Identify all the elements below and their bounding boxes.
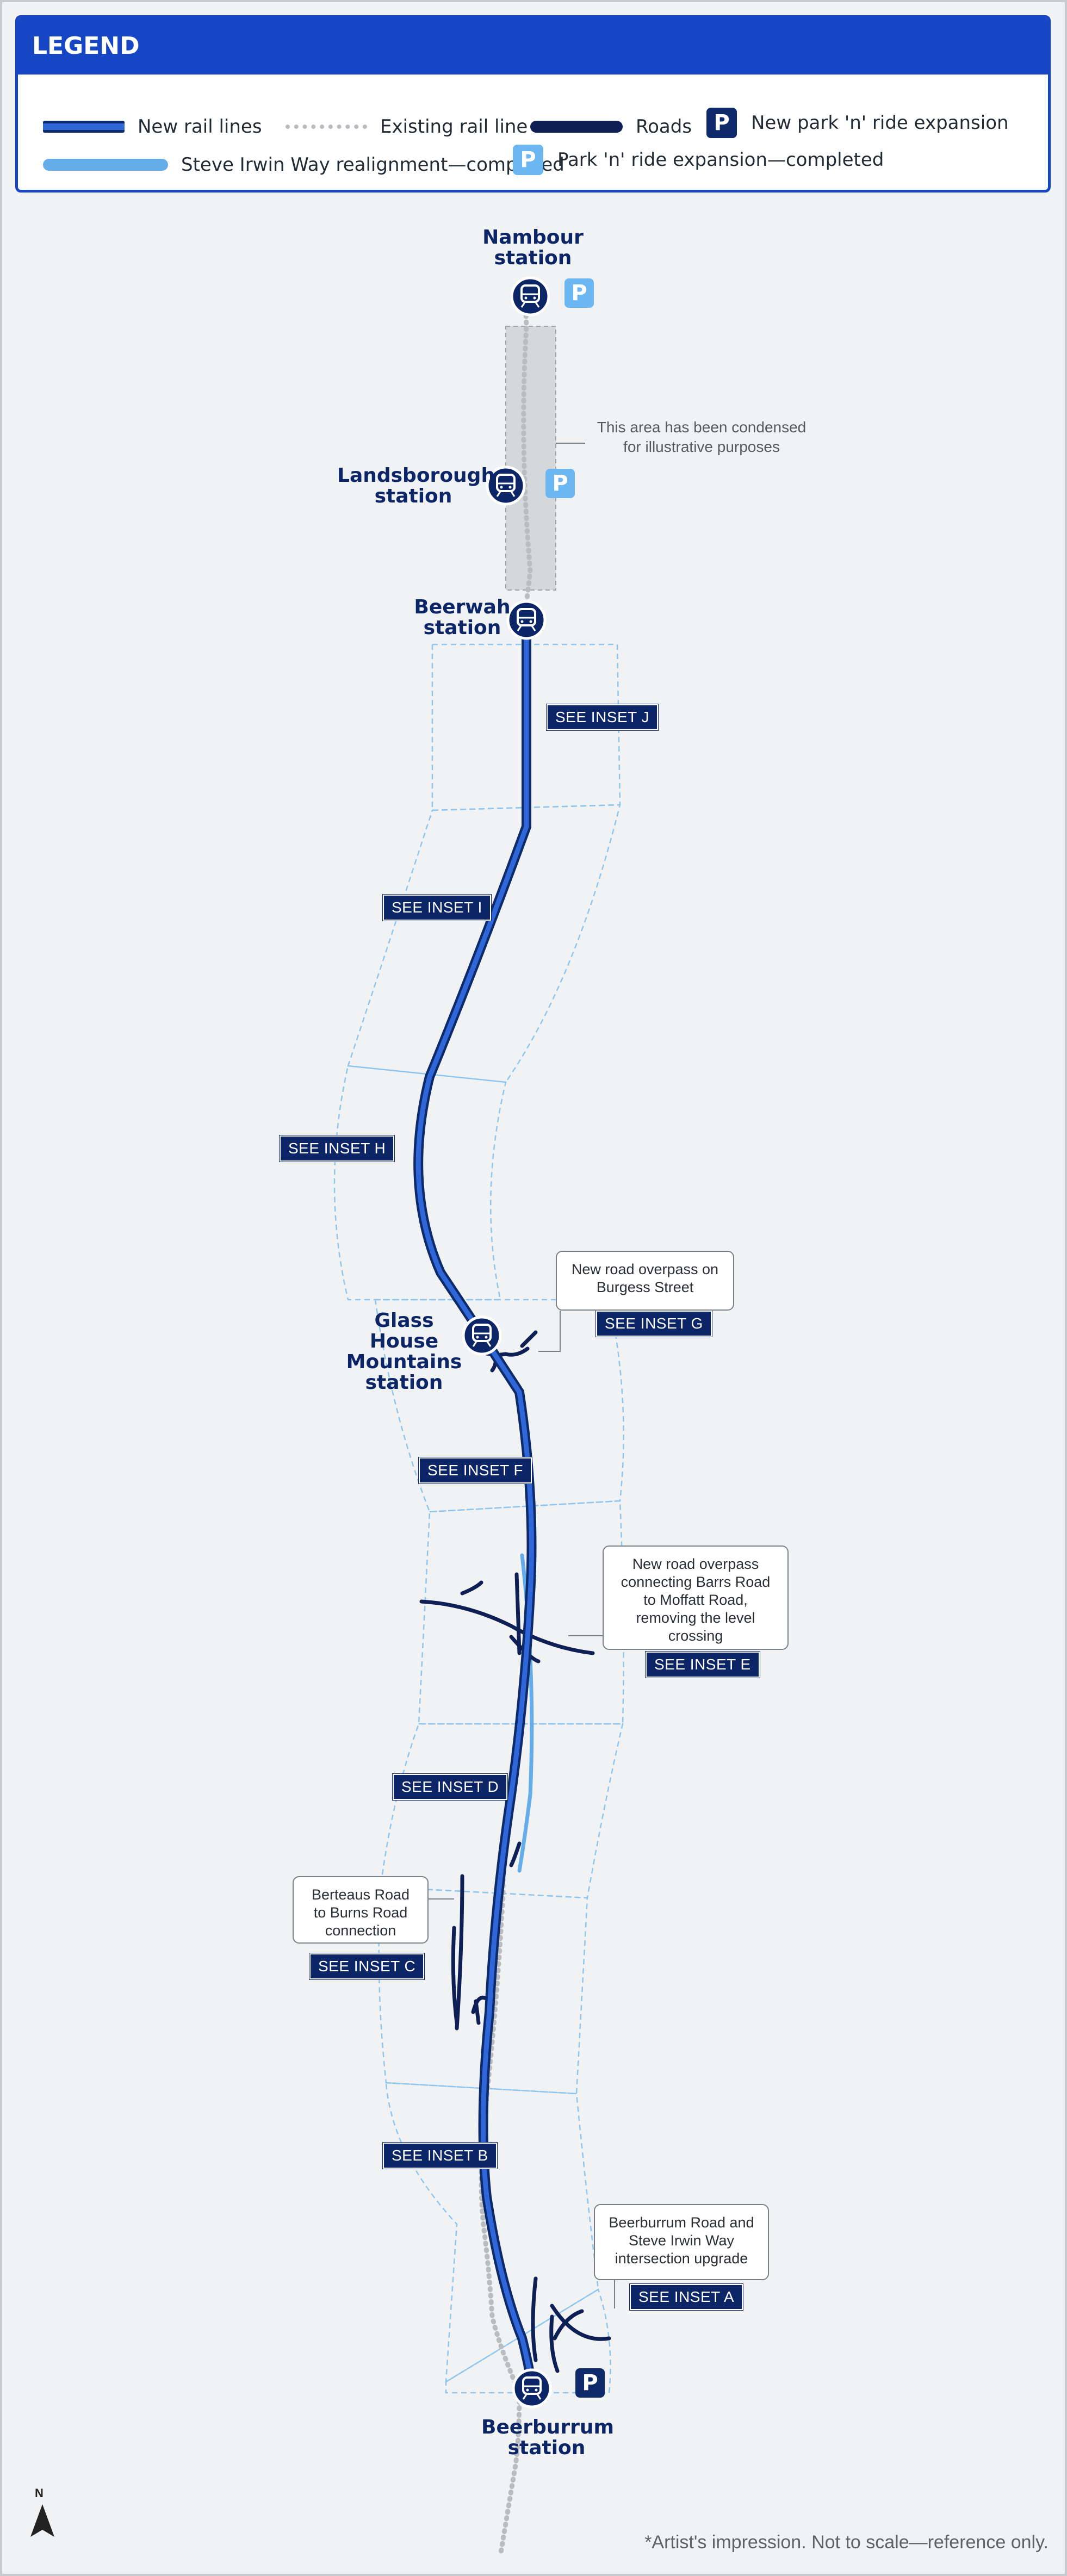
beerwah-station-icon[interactable] xyxy=(508,601,545,638)
road xyxy=(550,2304,611,2341)
road xyxy=(474,1999,481,2025)
inset-tag-g[interactable]: SEE INSET G xyxy=(596,1311,712,1337)
road-beerburrum xyxy=(531,2276,538,2362)
callout-beerburrum-intersection: Beerburrum Road and Steve Irwin Way inte… xyxy=(594,2204,769,2280)
condensed-area-note: This area has been condensed for illustr… xyxy=(597,419,807,455)
road xyxy=(520,1330,538,1348)
road xyxy=(460,1580,483,1596)
legend-label: Roads xyxy=(636,116,692,138)
landsborough-station-label: Landsborough station xyxy=(337,464,495,507)
steve-irwin-swatch xyxy=(43,159,168,171)
legend-label: New rail lines xyxy=(138,116,262,138)
beerburrum-station-icon[interactable] xyxy=(513,2370,550,2407)
inset-tag-a[interactable]: SEE INSET A xyxy=(630,2284,743,2310)
road-swatch xyxy=(530,121,623,133)
existing-rail-swatch xyxy=(286,125,367,129)
legend-label: New park 'n' ride expansion xyxy=(751,112,1009,134)
road xyxy=(549,2314,560,2373)
road-barrs xyxy=(419,1599,595,1655)
legend-item-pnr-completed: P Park 'n' ride expansion—completed xyxy=(513,145,884,175)
north-arrow-icon xyxy=(30,2504,54,2537)
callout-burgess-overpass: New road overpass on Burgess Street xyxy=(556,1251,734,1311)
callout-berteaus-connection: Berteaus Road to Burns Road connection xyxy=(293,1876,429,1944)
beerwah-station-label: Beerwah station xyxy=(414,596,511,639)
road xyxy=(509,1841,522,1867)
new-rail-outline xyxy=(413,612,538,2398)
new-rail-line xyxy=(415,614,536,2395)
inset-tag-f[interactable]: SEE INSET F xyxy=(419,1457,532,1483)
new-rail-swatch xyxy=(43,121,125,133)
road-berteaus xyxy=(455,1874,464,2031)
road xyxy=(553,2309,584,2341)
legend-item-existing-rail: Existing rail line xyxy=(286,116,528,138)
nambour-station-icon[interactable] xyxy=(512,278,549,315)
legend-panel: LEGEND New rail lines Existing rail line… xyxy=(15,15,1051,193)
legend-label: Park 'n' ride expansion—completed xyxy=(557,149,884,171)
north-label: N xyxy=(35,2486,44,2500)
inset-tag-h[interactable]: SEE INSET H xyxy=(280,1135,395,1162)
inset-tag-j[interactable]: SEE INSET J xyxy=(547,704,659,730)
condensed-area xyxy=(505,326,556,591)
legend-label: Existing rail line xyxy=(380,116,528,138)
beerburrum-station-label: Beerburrum station xyxy=(481,2416,615,2459)
callout-barrs-overpass: New road overpass connecting Barrs Road … xyxy=(603,1545,789,1650)
inset-tag-b[interactable]: SEE INSET B xyxy=(383,2143,497,2169)
inset-tag-i[interactable]: SEE INSET I xyxy=(383,895,491,921)
leader-burgess xyxy=(538,1311,561,1352)
nambour-station-label: Nambour station xyxy=(482,226,584,269)
inset-outline-a xyxy=(445,2288,611,2394)
glasshouse-station-icon[interactable] xyxy=(463,1317,500,1354)
new-parking-icon: P xyxy=(706,108,737,138)
legend-item-new-pnr: P New park 'n' ride expansion xyxy=(706,108,1009,138)
pnr-completed-icon-nambour: P xyxy=(564,278,594,308)
pnr-new-icon-beerburrum: P xyxy=(575,2368,605,2398)
inset-tag-c[interactable]: SEE INSET C xyxy=(309,1953,425,1979)
legend-title: LEGEND xyxy=(18,18,1048,75)
road xyxy=(514,1572,522,1655)
legend-label: Steve Irwin Way realignment—completed xyxy=(181,154,564,176)
legend-item-steve-irwin: Steve Irwin Way realignment—completed xyxy=(43,154,564,176)
disclaimer-footnote: *Artist's impression. Not to scale—refer… xyxy=(644,2532,1049,2553)
legend-item-new-rail: New rail lines xyxy=(43,116,262,138)
inset-tag-e[interactable]: SEE INSET E xyxy=(646,1652,760,1678)
legend-item-roads: Roads xyxy=(530,116,692,138)
pnr-completed-icon-landsborough: P xyxy=(545,469,575,498)
inset-outline-bc xyxy=(385,2082,599,2383)
inset-tag-d[interactable]: SEE INSET D xyxy=(393,1774,508,1800)
road xyxy=(451,1926,459,2025)
glasshouse-station-label: Glass House Mountains station xyxy=(346,1309,462,1394)
completed-parking-icon: P xyxy=(513,145,543,175)
